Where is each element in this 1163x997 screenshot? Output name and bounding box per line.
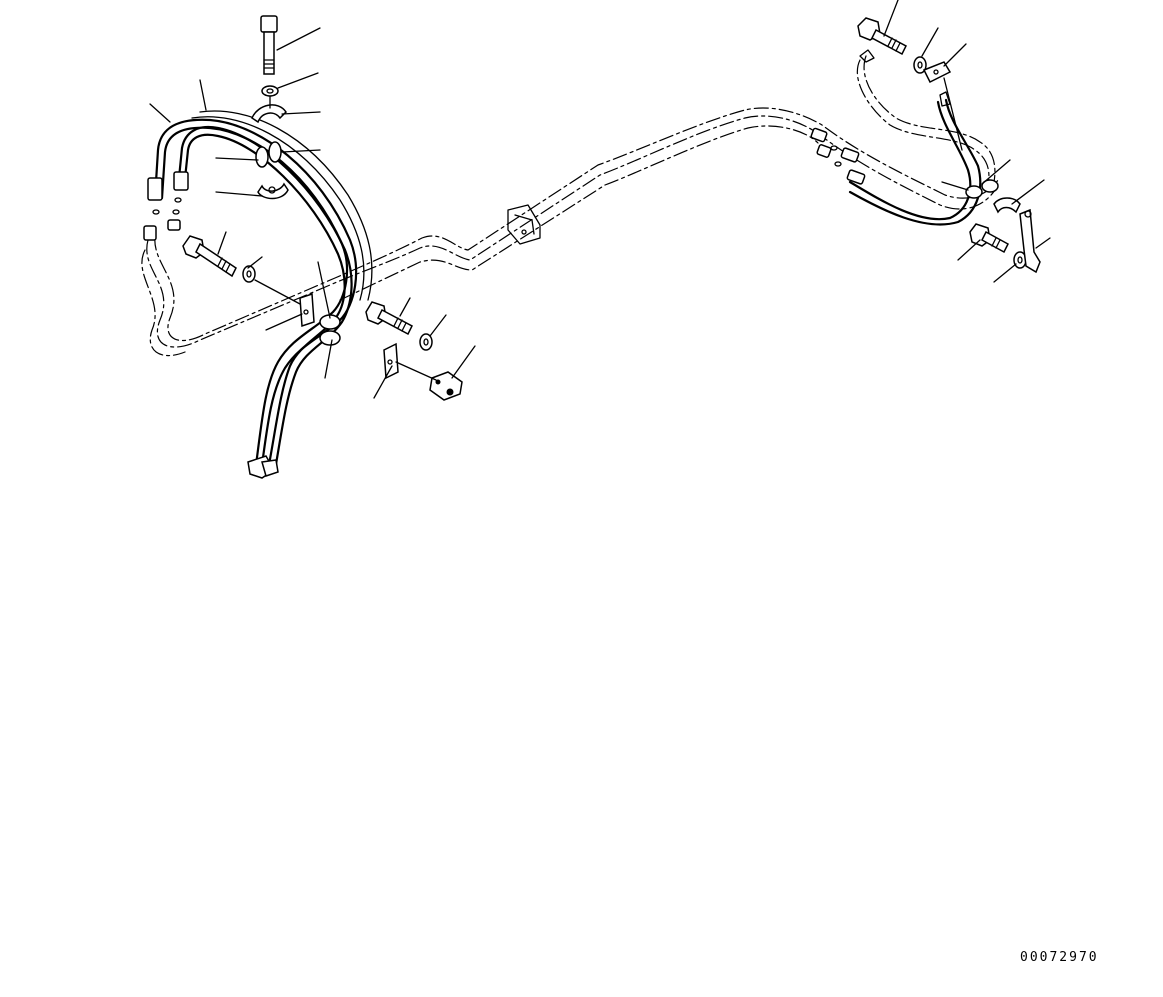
- bolt-mid-center: [365, 301, 413, 336]
- bracket-top-right: [922, 61, 952, 84]
- right-hose-a: [848, 100, 972, 221]
- washer-icon: [261, 85, 279, 97]
- clamp-right: [993, 197, 1021, 214]
- hose-band-upper: [255, 141, 282, 168]
- clamp-half-lower: [257, 182, 289, 200]
- bolt-top-right: [857, 17, 907, 56]
- bolt-mid-left: [182, 235, 237, 278]
- washer-mid-center: [419, 333, 433, 351]
- tube-line-d: [339, 125, 819, 301]
- block-mid-center: [429, 371, 463, 401]
- clamp-half-upper: [251, 104, 287, 124]
- right-hose-b: [848, 98, 982, 226]
- long-tube-assembly: [141, 107, 999, 357]
- tube-line-c: [141, 249, 186, 357]
- hose-outer-a: [153, 118, 358, 467]
- bracket-icon: [922, 61, 952, 84]
- hose-band-lower: [319, 314, 341, 346]
- washer-mid-left: [242, 265, 256, 283]
- right-tube-bundle: [810, 49, 999, 226]
- bolt-bottom-right: [969, 223, 1009, 254]
- clamp-icon: [251, 104, 287, 124]
- tube-line-b: [154, 107, 999, 342]
- fitting-left-a: [147, 177, 163, 201]
- left-hose-bundle: [143, 110, 373, 479]
- washer-top-left: [261, 85, 279, 97]
- bracket-bottom-right: [1019, 208, 1041, 274]
- hose-inner-a: [176, 125, 353, 472]
- leader-lines: [149, 0, 1051, 399]
- clamp-mid-left: [299, 292, 315, 328]
- hose-outer-b: [160, 126, 349, 467]
- right-tube-b: [863, 55, 996, 183]
- bolt-icon: [260, 15, 278, 33]
- fitting-left-b: [173, 171, 189, 191]
- hose-inner-b: [182, 133, 346, 472]
- drawing-id-label: 00072970: [1020, 950, 1099, 965]
- washer-top-right: [913, 56, 927, 74]
- right-tube-a: [856, 59, 990, 186]
- bolt-top-left: [260, 15, 278, 75]
- clamp-mid-center: [383, 342, 399, 380]
- center-clamp-block: [507, 204, 541, 245]
- tube-line-a: [146, 115, 996, 348]
- block-icon: [429, 371, 463, 401]
